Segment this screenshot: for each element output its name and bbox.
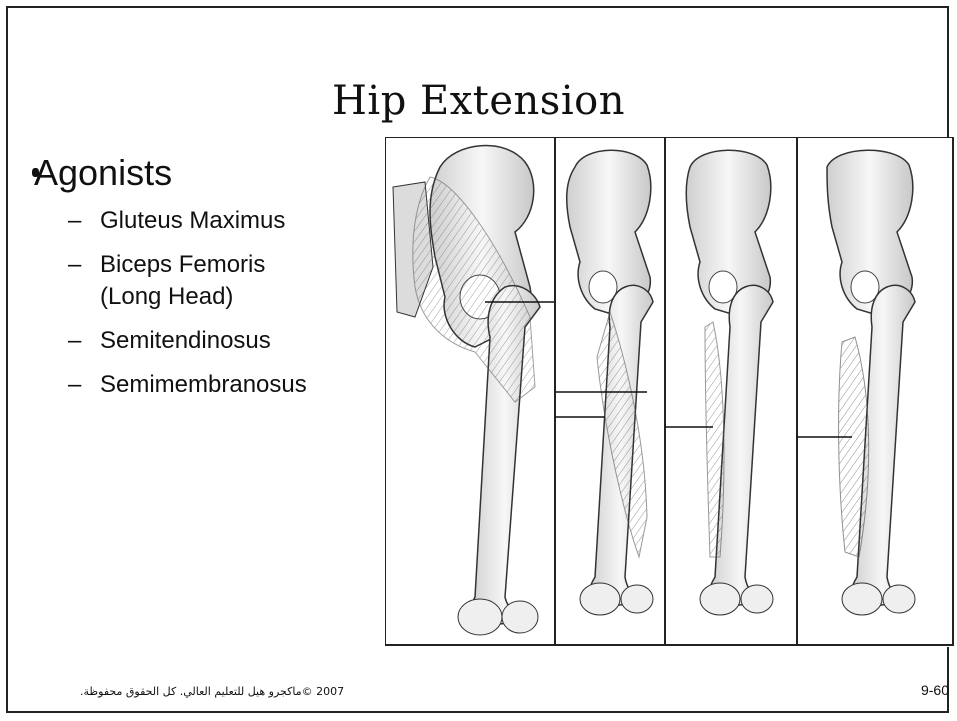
list-item-label: Biceps Femoris <box>100 251 265 278</box>
panel-semimembranosus <box>797 137 953 645</box>
dash-marker: – <box>68 249 81 281</box>
dash-marker: – <box>68 325 81 357</box>
panel-semitendinosus <box>665 137 797 645</box>
list-item-label: Gluteus Maximus <box>100 207 285 234</box>
dash-marker: – <box>68 205 81 237</box>
list-item-semitendinosus: – Semitendinosus <box>68 325 307 357</box>
list-item-label: Semitendinosus <box>100 327 271 354</box>
footer-copyright: 2007 ©ماكجرو هيل للتعليم العالي. كل الحق… <box>80 685 344 698</box>
list-item-biceps-femoris: – Biceps Femoris (Long Head) <box>68 249 307 313</box>
page-number: 9-60 <box>921 682 949 698</box>
panel-biceps-femoris <box>555 137 665 645</box>
panel-gluteus-maximus <box>385 137 555 645</box>
anatomy-illustration-icon <box>385 137 955 647</box>
bullet-agonists: Agonists <box>34 152 172 194</box>
list-item-semimembranosus: – Semimembranosus <box>68 369 307 401</box>
slide-title: Hip Extension <box>0 78 957 124</box>
list-item-label: Semimembranosus <box>100 371 307 398</box>
list-item-label-sub: (Long Head) <box>100 283 233 310</box>
agonist-list: – Gluteus Maximus – Biceps Femoris (Long… <box>68 205 307 413</box>
dash-marker: – <box>68 369 81 401</box>
list-item-gluteus-maximus: – Gluteus Maximus <box>68 205 307 237</box>
